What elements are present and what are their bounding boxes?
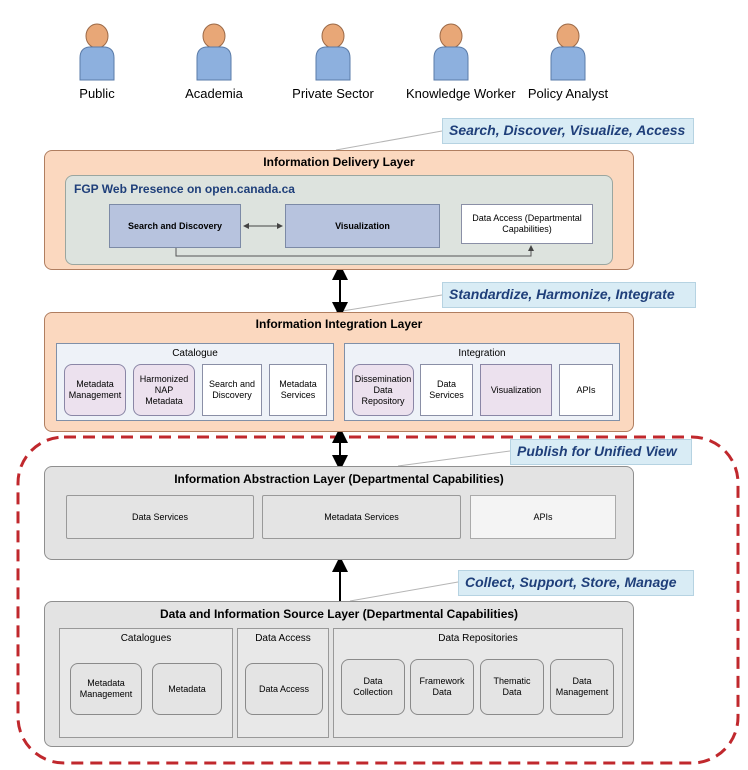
user-private-sector: Private Sector xyxy=(288,16,378,101)
user-public: Public xyxy=(52,16,142,101)
abstraction-metadata-services: Metadata Services xyxy=(262,495,461,539)
person-icon xyxy=(433,23,469,81)
person-icon xyxy=(550,23,586,81)
group-title: Catalogue xyxy=(172,348,218,359)
group-title: Integration xyxy=(458,348,506,359)
layer-title: Information Integration Layer xyxy=(255,317,423,331)
source-data-access: Data Access xyxy=(245,663,323,715)
user-label: Knowledge Worker xyxy=(406,86,516,101)
callout-leader xyxy=(335,130,443,151)
user-label: Private Sector xyxy=(292,86,374,101)
delivery-visualization: Visualization xyxy=(285,204,440,248)
layer-title: Information Delivery Layer xyxy=(263,155,415,169)
source-thematic-data: Thematic Data xyxy=(480,659,544,715)
callout-integration: Standardize, Harmonize, Integrate xyxy=(442,282,696,308)
data-source-layer: Data and Information Source Layer (Depar… xyxy=(44,601,634,747)
callout-leader xyxy=(397,450,511,467)
source-catalogues-group: Catalogues Metadata Management Metadata xyxy=(59,628,233,738)
information-delivery-layer: Information Delivery Layer FGP Web Prese… xyxy=(44,150,634,270)
information-integration-layer: Information Integration Layer Catalogue … xyxy=(44,312,634,432)
layer-title: Information Abstraction Layer (Departmen… xyxy=(174,472,504,486)
person-icon xyxy=(196,23,232,81)
user-label: Public xyxy=(79,86,115,101)
information-abstraction-layer: Information Abstraction Layer (Departmen… xyxy=(44,466,634,560)
user-academia: Academia xyxy=(169,16,259,101)
integration-visualization: Visualization xyxy=(480,364,552,416)
group-title: Data Access xyxy=(255,633,311,644)
user-knowledge-worker: Knowledge Worker xyxy=(406,16,516,101)
user-label: Academia xyxy=(185,86,243,101)
delivery-data-access: Data Access (Departmental Capabilities) xyxy=(461,204,593,244)
callout-leader xyxy=(349,581,459,602)
integration-group: Integration Dissemination Data Repositor… xyxy=(344,343,620,421)
callout-delivery: Search, Discover, Visualize, Access xyxy=(442,118,694,144)
catalogue-metadata-management: Metadata Management xyxy=(64,364,126,416)
integration-data-services: Data Services xyxy=(420,364,473,416)
catalogue-search-discovery: Search and Discovery xyxy=(202,364,262,416)
source-repositories-group: Data Repositories Data Collection Framew… xyxy=(333,628,623,738)
source-data-management: Data Management xyxy=(550,659,614,715)
group-title: Data Repositories xyxy=(438,633,518,644)
integration-dissemination-repository: Dissemination Data Repository xyxy=(352,364,414,416)
catalogue-metadata-services: Metadata Services xyxy=(269,364,327,416)
delivery-search-discovery: Search and Discovery xyxy=(109,204,241,248)
callout-leader xyxy=(335,294,443,313)
source-metadata: Metadata xyxy=(152,663,222,715)
user-policy-analyst: Policy Analyst xyxy=(523,16,613,101)
abstraction-data-services: Data Services xyxy=(66,495,254,539)
source-data-collection: Data Collection xyxy=(341,659,405,715)
web-presence-title: FGP Web Presence on open.canada.ca xyxy=(74,182,295,196)
person-icon xyxy=(79,23,115,81)
source-framework-data: Framework Data xyxy=(410,659,474,715)
abstraction-apis: APIs xyxy=(470,495,616,539)
person-icon xyxy=(315,23,351,81)
callout-abstraction: Publish for Unified View xyxy=(510,439,692,465)
layer-title: Data and Information Source Layer (Depar… xyxy=(159,607,519,621)
group-title: Catalogues xyxy=(120,633,172,644)
web-presence-panel: FGP Web Presence on open.canada.ca Searc… xyxy=(65,175,613,265)
delivery-connectors xyxy=(175,223,534,257)
catalogue-group: Catalogue Metadata Management Harmonized… xyxy=(56,343,334,421)
user-label: Policy Analyst xyxy=(527,86,609,101)
callout-source: Collect, Support, Store, Manage xyxy=(458,570,694,596)
catalogue-harmonized-nap-metadata: Harmonized NAP Metadata xyxy=(133,364,195,416)
source-metadata-management: Metadata Management xyxy=(70,663,142,715)
source-data-access-group: Data Access Data Access xyxy=(237,628,329,738)
integration-apis: APIs xyxy=(559,364,613,416)
